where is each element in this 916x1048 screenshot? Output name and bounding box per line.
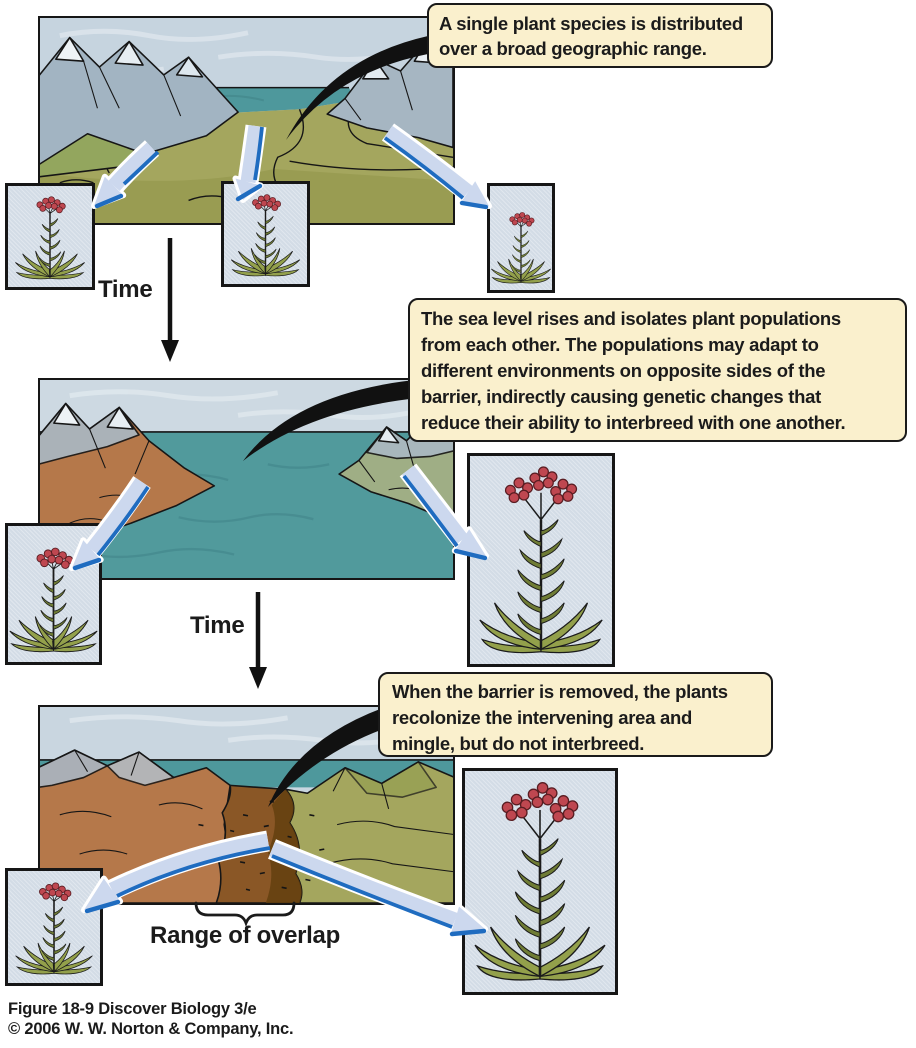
- plant-illustration-tall: [473, 781, 607, 982]
- plant-box-top-middle: [221, 181, 310, 287]
- plant-illustration: [490, 211, 552, 284]
- time-label-1: Time: [98, 276, 153, 303]
- caption-line-1: Figure 18-9 Discover Biology 3/e: [8, 1000, 257, 1018]
- time-arrow-1: [161, 238, 179, 362]
- plant-box-top-right: [487, 183, 555, 293]
- plant-box-bottom-right: [462, 768, 618, 995]
- overlap-brace: [194, 901, 296, 927]
- plant-box-bottom-left: [5, 868, 103, 986]
- plant-box-middle-right: [467, 453, 615, 667]
- plant-box-top-left: [5, 183, 95, 290]
- figure-caption: Figure 18-9 Discover Biology 3/e © 2006 …: [8, 999, 294, 1039]
- time-arrow-2: [249, 592, 267, 689]
- plant-illustration-tall: [478, 465, 604, 654]
- plant-box-middle-left: [5, 523, 102, 665]
- callout-bottom: When the barrier is removed, the plants …: [378, 672, 773, 757]
- callout-middle: The sea level rises and isolates plant p…: [408, 298, 907, 442]
- time-label-2: Time: [190, 612, 245, 639]
- plant-illustration: [14, 882, 94, 975]
- range-of-overlap-label: Range of overlap: [150, 922, 340, 949]
- callout-top: A single plant species is distributed ov…: [427, 3, 773, 68]
- plant-illustration: [8, 547, 99, 653]
- mountains-left: [40, 36, 239, 178]
- plant-illustration: [14, 195, 86, 280]
- caption-line-2: © 2006 W. W. Norton & Company, Inc.: [8, 1020, 294, 1038]
- plant-illustration: [230, 193, 301, 277]
